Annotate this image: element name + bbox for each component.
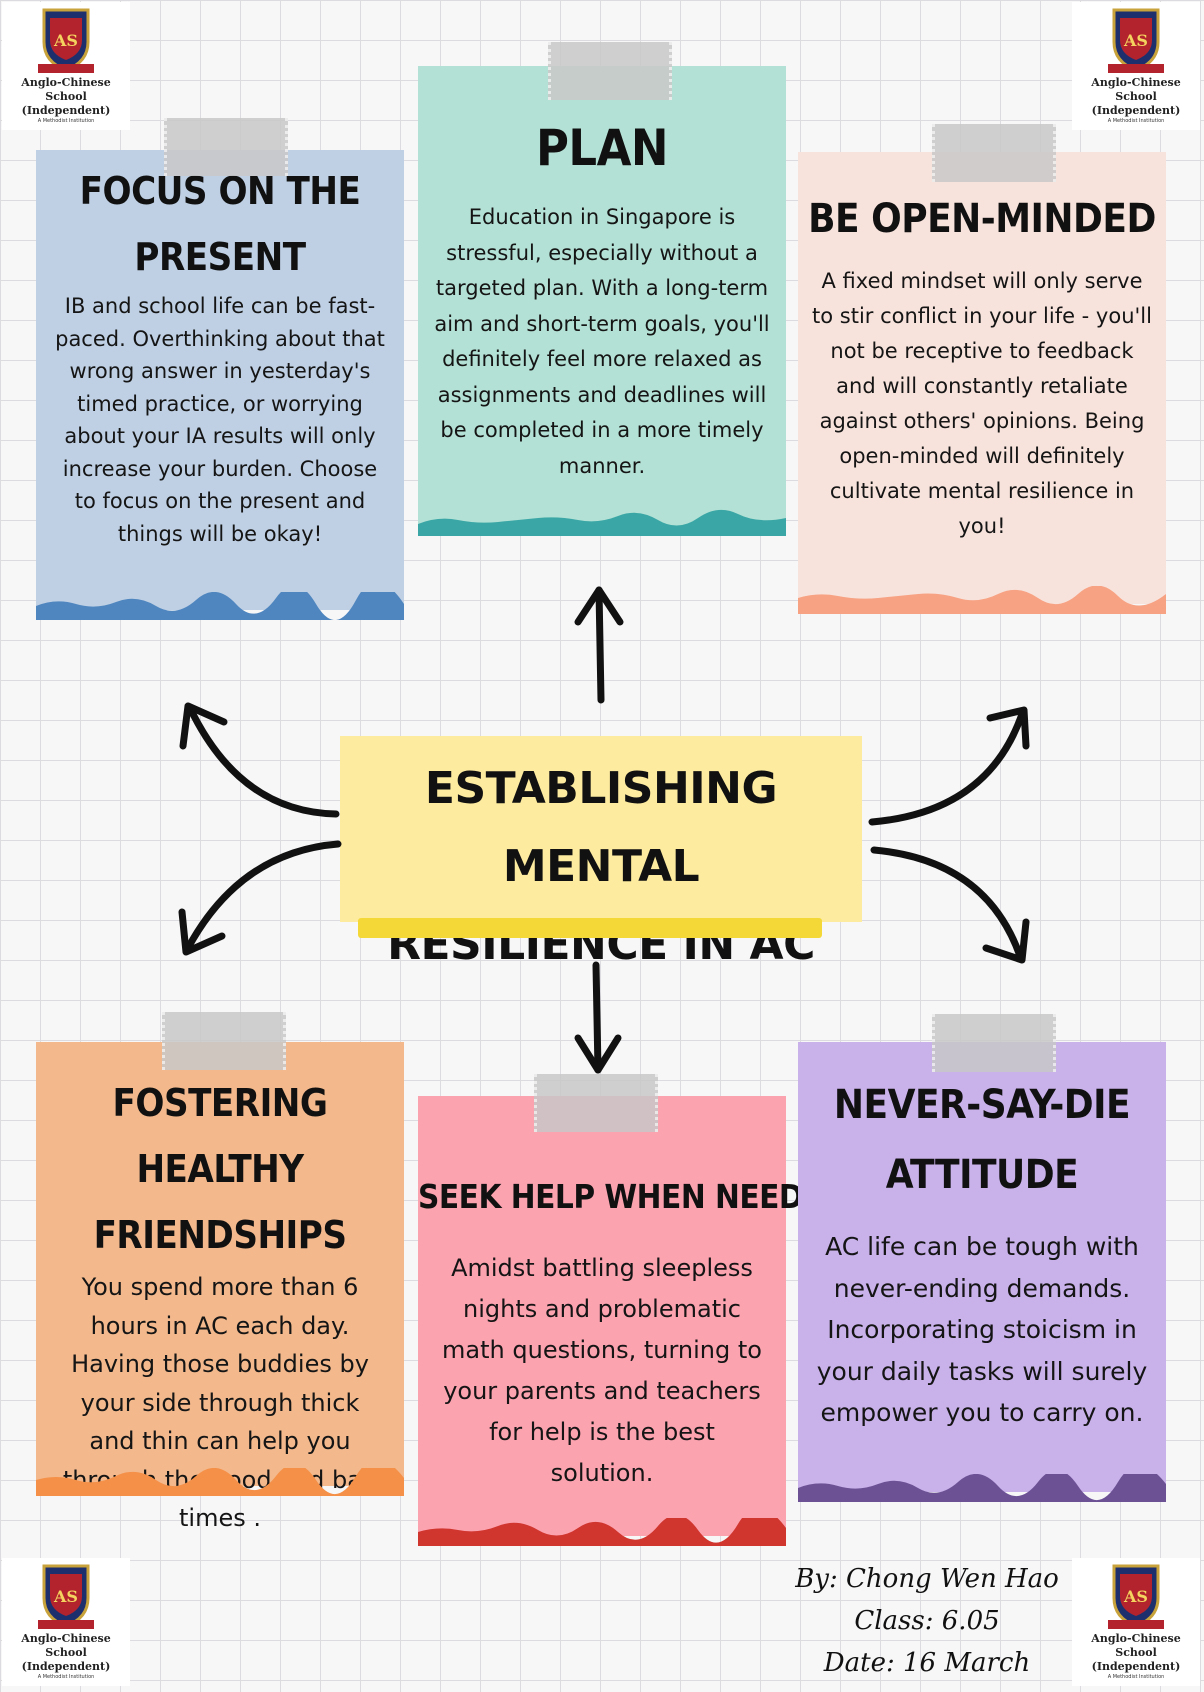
card-seek-help-when-needed: SEEK HELP WHEN NEEDED Amidst battling sl… — [418, 1074, 848, 1546]
card-body: Amidst battling sleepless nights and pro… — [442, 1254, 762, 1487]
arrow-lower-right-icon — [870, 846, 1030, 964]
arrow-up-icon — [574, 586, 624, 704]
school-name: Anglo-Chinese School — [21, 1632, 111, 1659]
school-name: Anglo-Chinese School — [1091, 1632, 1181, 1659]
torn-edge-never — [798, 1474, 1166, 1502]
svg-text:AS: AS — [53, 1587, 78, 1606]
tape-decoration — [932, 1014, 1056, 1072]
card-focus-on-the-present: FOCUS ON THE PRESENT IB and school life … — [36, 118, 404, 620]
institution-note: A Methodist Institution — [1107, 118, 1165, 124]
card-title: NEVER-SAY-DIE ATTITUDE — [798, 1042, 1166, 1210]
crest-icon: AS — [38, 1564, 94, 1629]
central-topic-note: ESTABLISHING MENTAL RESILIENCE IN AC — [340, 736, 862, 970]
crest-icon: AS — [38, 8, 94, 73]
arrow-down-icon — [574, 961, 622, 1074]
svg-text:AS: AS — [1123, 31, 1148, 50]
arrow-lower-left-icon — [178, 840, 342, 956]
school-logo-bottom-left: AS Anglo-Chinese School (Independent) A … — [2, 1558, 130, 1686]
svg-text:AS: AS — [1123, 1587, 1148, 1606]
school-name: Anglo-Chinese School — [1091, 76, 1181, 103]
card-plan: PLAN Education in Singapore is stressful… — [418, 42, 786, 536]
torn-edge-plan — [418, 509, 786, 536]
school-logo-bottom-right: AS Anglo-Chinese School (Independent) A … — [1072, 1558, 1200, 1686]
card-title: SEEK HELP WHEN NEEDED — [418, 1177, 848, 1216]
highlight-strip — [358, 918, 822, 938]
crest-icon: AS — [1108, 8, 1164, 73]
credits-date: Date: 16 March 2025 — [823, 1648, 1031, 1692]
card-title: FOSTERING HEALTHY FRIENDSHIPS — [36, 1042, 404, 1268]
arrow-upper-right-icon — [868, 706, 1030, 826]
credits: By: Chong Wen Hao Class: 6.05 Date: 16 M… — [792, 1558, 1062, 1692]
card-body: AC life can be tough with never-ending d… — [816, 1232, 1148, 1427]
card-title: PLAN — [535, 119, 669, 177]
credits-class: Class: 6.05 — [854, 1606, 1000, 1636]
tape-decoration — [534, 1074, 658, 1132]
torn-edge-help — [418, 1518, 786, 1546]
tape-decoration — [162, 1012, 286, 1070]
school-sub: (Independent) — [1091, 104, 1181, 117]
card-title: FOCUS ON THE PRESENT — [36, 150, 404, 290]
card-body: You spend more than 6 hours in AC each d… — [63, 1273, 377, 1532]
card-never-say-die-attitude: NEVER-SAY-DIE ATTITUDE AC life can be to… — [798, 1014, 1166, 1502]
arrow-upper-left-icon — [179, 702, 340, 818]
card-title-line1: FOSTERING HEALTHY — [112, 1081, 328, 1191]
card-body: IB and school life can be fast-paced. Ov… — [55, 294, 385, 546]
crest-icon: AS — [1108, 1564, 1164, 1629]
school-sub: (Independent) — [1091, 1660, 1181, 1673]
card-title-line1: FOCUS ON THE — [79, 169, 361, 213]
central-topic-line1: ESTABLISHING MENTAL — [424, 763, 778, 892]
card-body: A fixed mindset will only serve to stir … — [812, 269, 1152, 538]
school-name: Anglo-Chinese School — [21, 76, 111, 103]
school-sub: (Independent) — [21, 1660, 111, 1673]
tape-decoration — [548, 42, 672, 100]
card-title-line2: PRESENT — [134, 235, 306, 279]
torn-edge-open — [798, 586, 1166, 614]
card-be-open-minded: BE OPEN-MINDED A fixed mindset will only… — [798, 124, 1166, 614]
card-title-line2: FRIENDSHIPS — [93, 1213, 347, 1257]
institution-note: A Methodist Institution — [37, 118, 95, 124]
card-fostering-healthy-friendships: FOSTERING HEALTHY FRIENDSHIPS You spend … — [36, 1012, 404, 1532]
card-title-line1: NEVER-SAY-DIE — [833, 1082, 1131, 1128]
card-title: BE OPEN-MINDED — [808, 196, 1156, 242]
school-logo-top-right: AS Anglo-Chinese School (Independent) A … — [1072, 2, 1200, 130]
tape-decoration — [164, 118, 288, 176]
svg-text:AS: AS — [53, 31, 78, 50]
torn-edge-focus — [36, 592, 404, 620]
school-sub: (Independent) — [21, 104, 111, 117]
institution-note: A Methodist Institution — [1107, 1674, 1165, 1680]
tape-decoration — [932, 124, 1056, 182]
torn-edge-friend — [36, 1468, 404, 1496]
credits-author: By: Chong Wen Hao — [795, 1564, 1059, 1594]
card-title-line2: ATTITUDE — [885, 1152, 1079, 1198]
school-logo-top-left: AS Anglo-Chinese School (Independent) A … — [2, 2, 130, 130]
card-body: Education in Singapore is stressful, esp… — [434, 205, 770, 478]
institution-note: A Methodist Institution — [37, 1674, 95, 1680]
